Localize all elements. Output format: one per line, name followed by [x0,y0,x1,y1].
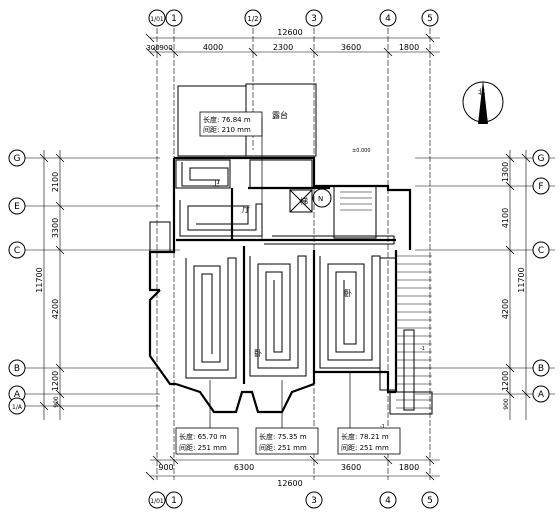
grid-label-top-5: 5 [427,14,433,24]
grid-label-top-2: 1/2 [247,15,258,23]
dim-left-seg-2: 4200 [51,299,60,319]
grid-label-top-4: 4 [385,14,391,24]
grid-label-bottom-4: 5 [427,496,433,506]
room-stair: 梯 [300,196,308,206]
grid-label-left-1: E [14,202,20,212]
dim-right-seg-1: 4100 [501,208,510,228]
grid-label-bottom-3: 4 [385,496,391,506]
grid-label-right-1: F [538,182,543,192]
dim-top-total: 12600 [277,28,302,37]
dim-top-seg-0: 300 [146,44,159,52]
dim-bottom-seg-2: 3600 [341,463,361,472]
grid-label-left-5: 1/A [12,404,23,411]
dim-right-seg-2: 4200 [501,299,510,319]
room-hall: 厅 [242,205,250,214]
north-compass [462,80,504,124]
room-bath: 卫 [212,179,220,188]
pipe-note-3-spacing: 间距: 251 mm [341,444,389,452]
grid-label-left-2: C [14,246,20,256]
dim-left-seg-4: 900 [53,396,60,408]
grid-label-left-0: G [14,154,21,164]
section-tag-b: -1 [380,424,385,430]
dim-top-seg-3: 2300 [273,43,293,52]
pipe-note-0-spacing: 间距: 210 mm [203,126,251,134]
pipe-note-1-spacing: 间距: 251 mm [179,444,227,452]
room-terrace: 露台 [272,110,288,120]
dim-bottom-seg-3: 1800 [399,463,419,472]
dim-right-total: 11700 [517,267,526,292]
grid-label-top-0: 1/01 [150,16,164,23]
grid-label-right-4: A [538,390,545,400]
grid-label-top-1: 1 [171,14,177,24]
grid-label-left-4: A [14,390,21,400]
grid-label-top-3: 3 [311,14,317,24]
room-bedroom-b: 卧 [344,289,352,298]
dim-left-seg-0: 2100 [51,172,60,192]
dim-top-seg-1: 900 [159,44,172,52]
grid-label-right-2: C [538,246,544,256]
dim-right-seg-3: 1200 [501,371,510,391]
pipe-note-2-length: 长度: 75.35 m [259,432,307,441]
pipe-note-2-spacing: 间距: 251 mm [259,444,307,452]
dim-bottom-seg-1: 6300 [234,463,254,472]
pipe-note-1-length: 长度: 65.70 m [179,432,227,441]
pipe-note-3-length: 长度: 78.21 m [341,432,389,441]
dim-bottom-total: 12600 [277,479,302,488]
pipe-note-0-length: 长度: 76.84 m [203,115,251,124]
dim-top-seg-2: 4000 [203,43,223,52]
room-bedroom-a: 卧 [254,349,262,358]
grid-label-bottom-0: 1/01 [150,498,164,505]
valve-tag: N [318,195,323,203]
dim-right-seg-4: 900 [503,398,510,410]
dim-left-seg-1: 3300 [51,218,60,238]
level-tag: ±0.000 [352,148,371,154]
dim-top-seg-4: 3600 [341,43,361,52]
dim-bottom-seg-0: 900 [158,463,173,472]
dim-top-seg-5: 1800 [399,43,419,52]
dim-left-total: 11700 [35,267,44,292]
grid-label-bottom-1: 1 [171,496,177,506]
grid-label-left-3: B [14,364,20,374]
north-label: 北 [478,88,485,96]
grid-label-bottom-2: 3 [311,496,317,506]
grid-label-right-3: B [538,364,544,374]
dim-left-seg-3: 1200 [51,371,60,391]
grid-label-right-0: G [538,154,545,164]
section-tag-a: -1 [420,346,425,352]
dim-right-seg-0: 1300 [501,162,510,182]
